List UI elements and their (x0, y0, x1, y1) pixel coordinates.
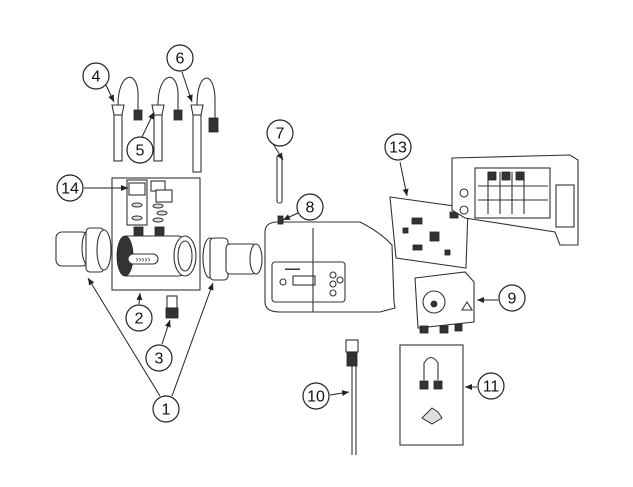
svg-text:7: 7 (276, 126, 285, 143)
svg-text:3: 3 (155, 351, 164, 368)
probe-4 (111, 76, 143, 162)
callout-3: 3 (145, 344, 173, 372)
probe-6 (190, 77, 219, 173)
callout-7: 7 (266, 119, 294, 147)
callout-9: 9 (498, 284, 526, 312)
power-cord (345, 339, 359, 455)
peristaltic-pump (414, 271, 475, 334)
circuit-board (389, 196, 469, 269)
svg-text:5: 5 (136, 143, 145, 160)
svg-text:14: 14 (61, 181, 79, 198)
svg-text:10: 10 (307, 389, 325, 406)
svg-text:9: 9 (508, 291, 517, 308)
antenna (276, 154, 283, 204)
callout-2: 2 (125, 304, 153, 332)
svg-text:1: 1 (162, 402, 171, 419)
callout-13: 13 (384, 133, 412, 161)
svg-text:8: 8 (306, 200, 315, 217)
flow-cell-assembly-box: ››››› (111, 177, 201, 291)
fitting-3 (165, 295, 179, 319)
leader-lines (84, 71, 498, 397)
callout-11: 11 (477, 372, 505, 400)
control-unit-cover: ▬▬▬ (264, 215, 396, 313)
callout-14: 14 (56, 174, 84, 202)
union-left (55, 227, 112, 273)
callout-1: 1 (152, 395, 180, 423)
svg-text:▬▬▬: ▬▬▬ (285, 266, 300, 272)
svg-text:2: 2 (135, 311, 144, 328)
svg-text:11: 11 (483, 379, 500, 396)
svg-text:4: 4 (92, 69, 101, 86)
svg-text:›››››: ››››› (136, 254, 151, 264)
callout-6: 6 (166, 44, 194, 72)
callout-10: 10 (302, 382, 330, 410)
callout-4: 4 (82, 62, 110, 90)
callout-8: 8 (296, 193, 324, 221)
rear-housing (451, 154, 579, 246)
probe-5 (151, 76, 183, 162)
callout-5: 5 (126, 136, 154, 164)
pump-tube-kit-box (399, 344, 464, 446)
svg-text:13: 13 (389, 140, 407, 157)
union-right (202, 237, 263, 281)
svg-text:6: 6 (176, 51, 185, 68)
